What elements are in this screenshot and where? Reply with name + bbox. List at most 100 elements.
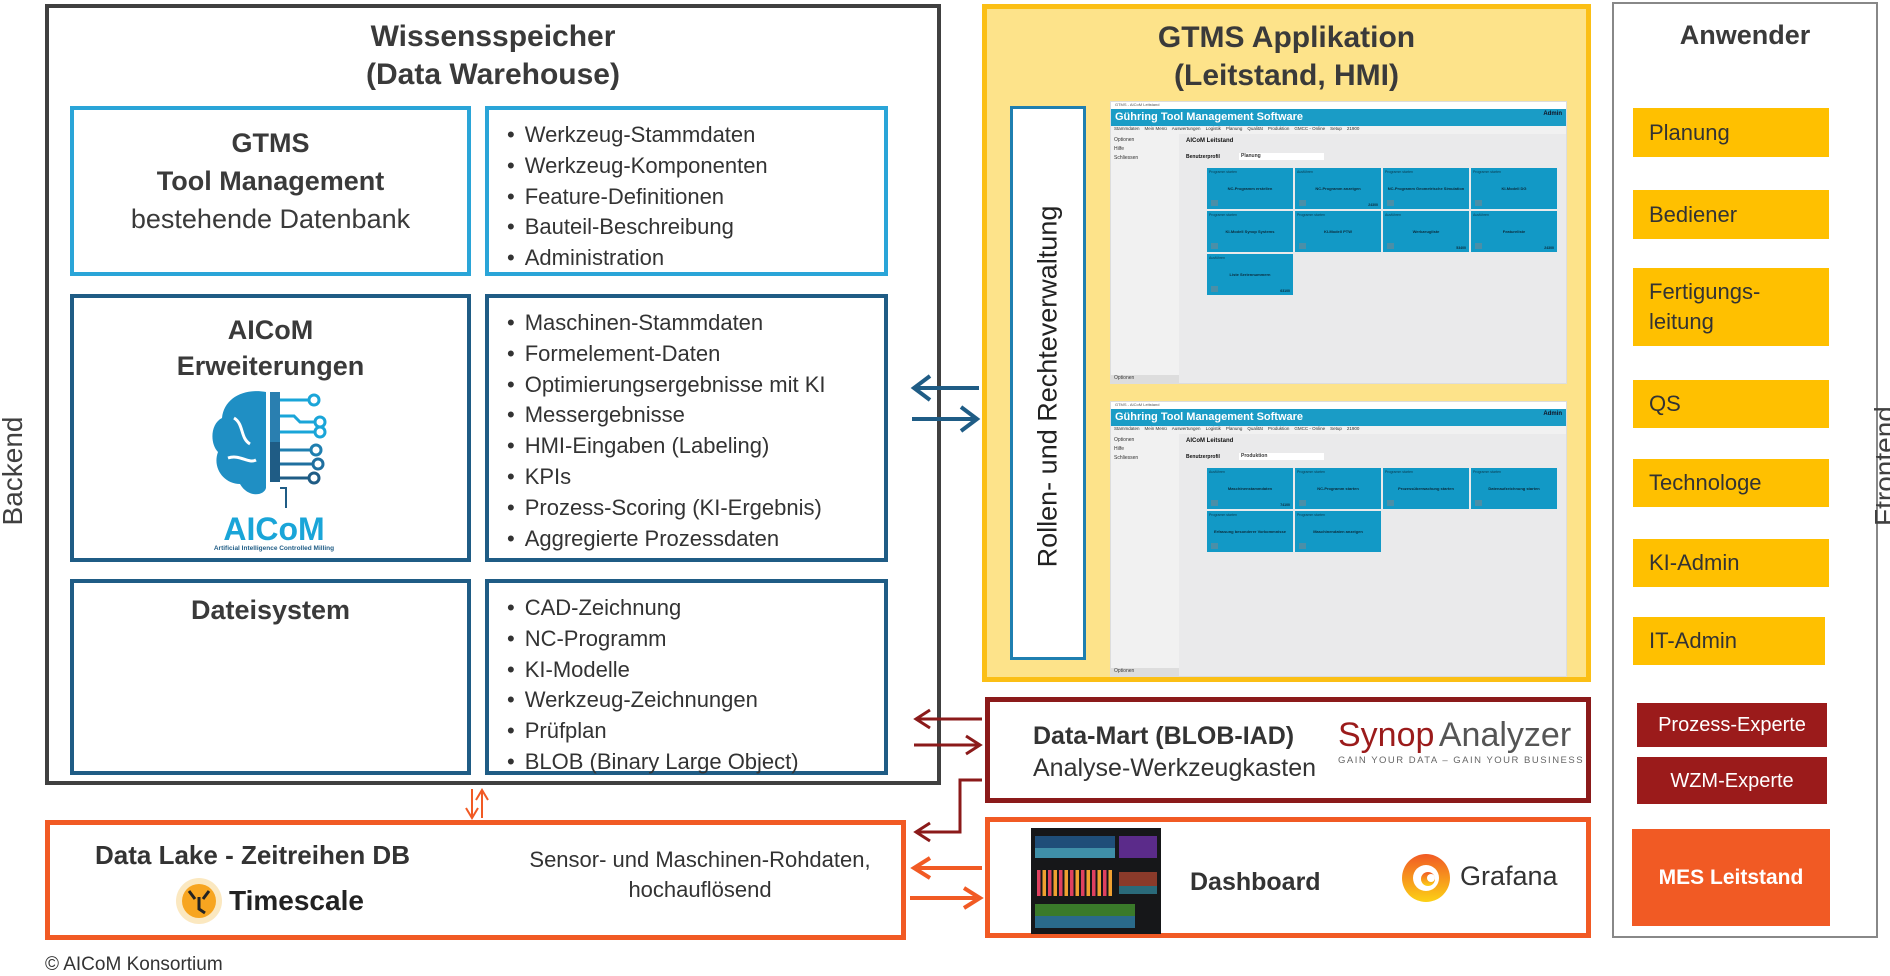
menu-item[interactable]: Mein Menü <box>1144 426 1167 431</box>
profile-select[interactable]: Produktion <box>1239 453 1324 460</box>
list-item: Feature-Definitionen <box>507 182 884 213</box>
user-role-qs: QS <box>1633 380 1829 428</box>
menu-bar: Stammdaten Mein Menü Auswertungen Logistik P… <box>1111 126 1566 134</box>
data-mart-subtitle: Analyse-Werkzeugkasten <box>1033 754 1317 782</box>
timescale-logo: Timescale <box>175 877 364 925</box>
tile-icon <box>1387 200 1394 206</box>
menu-item[interactable]: Setup <box>1330 126 1342 131</box>
user-role-technologe: Technologe <box>1633 459 1829 507</box>
aicom-logo: AICoM Artificial Intelligence Controlled… <box>204 388 344 552</box>
menu-item[interactable]: Logistik <box>1205 426 1221 431</box>
menu-item[interactable]: GMCC - Online <box>1294 126 1326 131</box>
data-mart-title: Data-Mart (BLOB-IAD) <box>1033 722 1295 750</box>
profile-label: Benutzerprofil <box>1186 454 1220 460</box>
menu-bar: Stammdaten Mein Menü Auswertungen Logistik P… <box>1111 426 1566 434</box>
menu-item[interactable]: GMCC - Online <box>1294 426 1326 431</box>
app-title: GTMS Applikation <box>1157 21 1416 54</box>
list-item: KI-Modelle <box>507 655 884 686</box>
menu-item[interactable]: Setup <box>1330 426 1342 431</box>
menu-item[interactable]: Planung <box>1225 426 1243 431</box>
dashboard-box: Dashboard Grafana <box>985 817 1591 938</box>
grafana-dashboard-image <box>1031 828 1161 934</box>
menu-item[interactable]: 21900 <box>1346 126 1360 131</box>
sidebar-item[interactable]: Hilfe <box>1114 446 1125 452</box>
menu-item[interactable]: Produktion <box>1267 126 1290 131</box>
tile-icon <box>1211 243 1218 249</box>
tile-caption: Ausführen <box>1297 170 1313 174</box>
menu-item[interactable]: Qualität <box>1247 126 1263 131</box>
tile-label: Maschinenstammdaten <box>1227 486 1273 491</box>
aicom-title: AICoM <box>227 315 314 345</box>
sidebar-item[interactable]: Optionen <box>1114 137 1135 143</box>
menu-item[interactable]: Auswertungen <box>1171 426 1201 431</box>
list-item: Aggregierte Prozessdaten <box>507 524 884 555</box>
app-subtitle: (Leitstand, HMI) <box>1174 59 1399 92</box>
tile-icon <box>1211 500 1218 506</box>
list-item: KPIs <box>507 462 884 493</box>
menu-item[interactable]: 21900 <box>1346 426 1360 431</box>
menu-item[interactable]: Auswertungen <box>1171 126 1201 131</box>
sidebar-item[interactable]: Hilfe <box>1114 146 1125 152</box>
list-item: Werkzeug-Zeichnungen <box>507 685 884 716</box>
gtms-title: GTMS <box>231 128 310 158</box>
gtms-subtitle: Tool Management <box>156 166 385 196</box>
sidebar-item[interactable]: Schliessen <box>1114 455 1139 461</box>
menu-item[interactable]: Stammdaten <box>1114 126 1140 131</box>
data-mart-box: Data-Mart (BLOB-IAD) Analyse-Werkzeugkas… <box>985 697 1591 803</box>
user-role-mes-leitstand: MES Leitstand <box>1632 829 1830 926</box>
grafana-logo: Grafana <box>1398 846 1558 906</box>
sidebar-item[interactable]: Optionen <box>1114 437 1135 443</box>
dashboard-bar <box>1048 870 1052 896</box>
dashboard-bar <box>1059 870 1063 896</box>
filesystem-title: Dateisystem <box>190 595 351 625</box>
tile-caption: Programm starten <box>1297 213 1326 217</box>
window-title: GTMS - AICoM Leitstand <box>1111 402 1566 409</box>
tiger-icon <box>176 878 222 924</box>
sidebar-item[interactable]: Schliessen <box>1114 155 1139 161</box>
tile-label: KI-Modell Synop Systems <box>1225 229 1275 234</box>
menu-item[interactable]: Planung <box>1225 126 1243 131</box>
warehouse-subtitle: (Data Warehouse) <box>366 58 620 91</box>
user-role-ki-admin: KI-Admin <box>1633 539 1829 587</box>
filesystem-data-list: CAD-ZeichnungNC-ProgrammKI-ModelleWerkze… <box>485 579 888 775</box>
tile-icon <box>1299 500 1306 506</box>
list-item: NC-Programm <box>507 624 884 655</box>
tile-label: Werkzeugliste <box>1412 229 1440 234</box>
menu-item[interactable]: Stammdaten <box>1114 426 1140 431</box>
menu-item[interactable]: Qualität <box>1247 426 1263 431</box>
tile-caption: Programm starten <box>1297 513 1326 517</box>
profile-select[interactable]: Planung <box>1239 153 1324 160</box>
app-header-title: Gühring Tool Management Software <box>1115 411 1304 423</box>
list-item: Prozess-Scoring (KI-Ergebnis) <box>507 493 884 524</box>
tile-number: 74100 <box>1280 503 1290 507</box>
tile-icon <box>1299 243 1306 249</box>
menu-item[interactable]: Mein Menü <box>1144 126 1167 131</box>
tile-caption: Programm starten <box>1209 170 1238 174</box>
tile-caption: Programm starten <box>1385 170 1414 174</box>
synop-logo-b: Analyzer <box>1438 716 1572 754</box>
menu-item[interactable]: Produktion <box>1267 426 1290 431</box>
list-item: Prüfplan <box>507 716 884 747</box>
aicom-data-list: Maschinen-StammdatenFormelement-DatenOpt… <box>485 294 888 562</box>
menu-item[interactable]: Logistik <box>1205 126 1221 131</box>
aicom-subtitle: Erweiterungen <box>176 351 365 381</box>
